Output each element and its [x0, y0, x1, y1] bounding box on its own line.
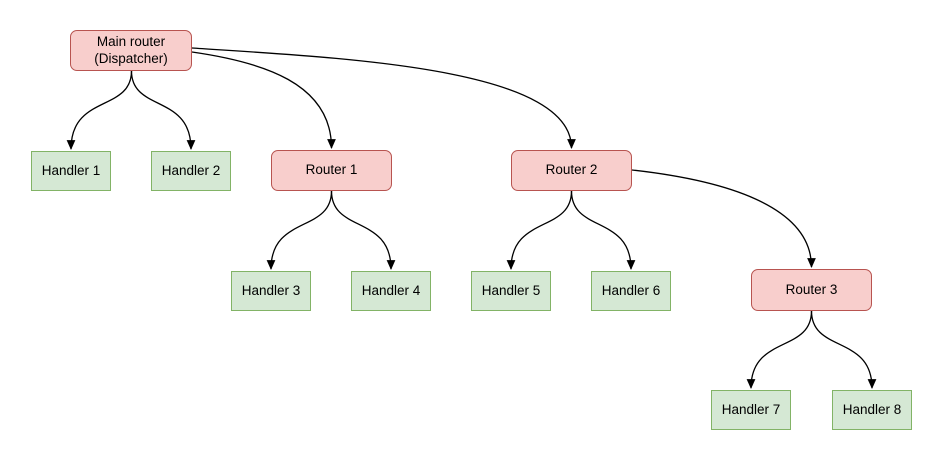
edge-main-router-to-handler-2 [130, 70, 196, 151]
edge-main-router-to-router-1 [191, 51, 336, 150]
node-handler-5: Handler 5 [471, 271, 551, 311]
node-handler-1: Handler 1 [31, 151, 111, 191]
edge-main-router-to-handler-1 [66, 70, 133, 151]
node-handler-4: Handler 4 [351, 271, 431, 311]
edge-main-router-to-router-2 [191, 47, 576, 150]
edge-router-1-to-handler-3 [266, 190, 333, 271]
node-handler-8: Handler 8 [832, 390, 912, 430]
edge-router-2-to-handler-6 [570, 190, 636, 271]
node-handler-3: Handler 3 [231, 271, 311, 311]
edge-router-3-to-handler-8 [810, 310, 877, 390]
node-router-1: Router 1 [271, 150, 392, 191]
edge-router-3-to-handler-7 [746, 310, 813, 390]
node-router-3: Router 3 [751, 269, 872, 311]
node-handler-2: Handler 2 [151, 151, 231, 191]
edge-router-2-to-handler-5 [506, 190, 573, 271]
node-handler-6: Handler 6 [591, 271, 671, 311]
edge-router-1-to-handler-4 [330, 190, 396, 271]
edge-router-2-to-router-3 [631, 169, 816, 269]
node-handler-7: Handler 7 [711, 390, 791, 430]
node-main-router: Main router (Dispatcher) [70, 30, 192, 71]
node-router-2: Router 2 [511, 150, 632, 191]
